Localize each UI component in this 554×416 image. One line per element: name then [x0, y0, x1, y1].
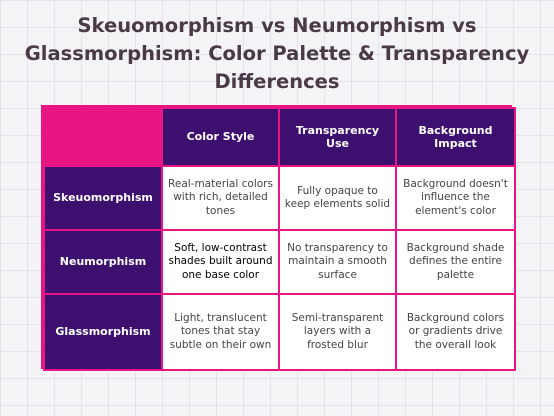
table-cell: Light, translucent tones that stay subtl… — [161, 293, 280, 371]
title-line-2: Glassmorphism: Color Palette & Transpare… — [24, 42, 530, 65]
row-header-skeuomorphism: Skeuomorphism — [43, 165, 163, 231]
row-header-glassmorphism: Glassmorphism — [43, 293, 163, 371]
column-header-transparency-use: Transparency Use — [278, 107, 397, 167]
table-cell: Background colors or gradients drive the… — [395, 293, 516, 371]
title-line-3: Differences — [214, 70, 340, 93]
table-cell: Real-material colors with rich, detailed… — [161, 165, 280, 231]
page-title: Skeuomorphism vs Neumorphism vs Glassmor… — [0, 12, 554, 96]
table-row: Glassmorphism Light, translucent tones t… — [43, 293, 516, 371]
table-cell: Semi-transparent layers with a frosted b… — [278, 293, 397, 371]
table-cell: Fully opaque to keep elements solid — [278, 165, 397, 231]
table-cell: Background shade defines the entire pale… — [395, 229, 516, 295]
column-header-color-style: Color Style — [161, 107, 280, 167]
table-header-row: Color Style Transparency Use Background … — [43, 107, 516, 167]
table-cell: Background doesn't influence the element… — [395, 165, 516, 231]
table-cell: No transparency to maintain a smooth sur… — [278, 229, 397, 295]
column-header-background-impact: Background Impact — [395, 107, 516, 167]
comparison-table: Color Style Transparency Use Background … — [41, 105, 516, 371]
table-row: Neumorphism Soft, low-contrast shades bu… — [43, 229, 516, 295]
table-cell: Soft, low-contrast shades built around o… — [161, 229, 280, 295]
table-row: Skeuomorphism Real-material colors with … — [43, 165, 516, 231]
row-header-neumorphism: Neumorphism — [43, 229, 163, 295]
comparison-table-grid: Color Style Transparency Use Background … — [43, 107, 516, 371]
title-line-1: Skeuomorphism vs Neumorphism vs — [77, 14, 477, 37]
table-corner-cell — [43, 107, 163, 167]
